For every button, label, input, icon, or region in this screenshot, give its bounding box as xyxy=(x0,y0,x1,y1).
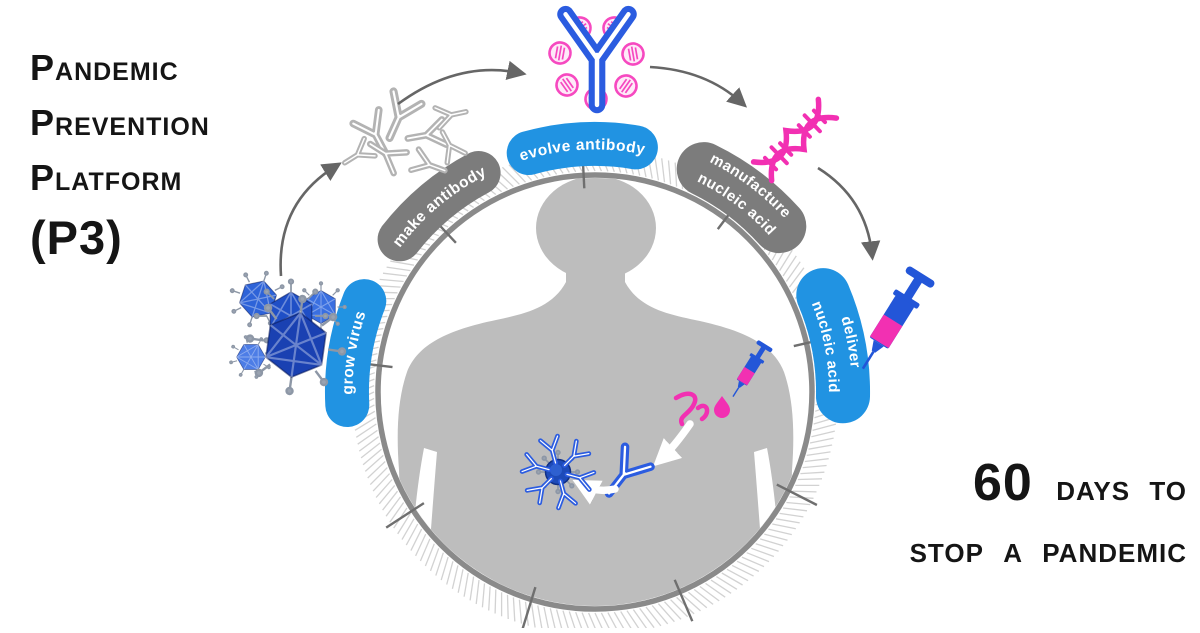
tagline-line-1: 60 days to xyxy=(910,452,1187,519)
stage-pill-grow-virus: grow virus xyxy=(324,279,387,427)
evolve-antibody-icon xyxy=(546,13,647,111)
segment-divider xyxy=(385,502,425,529)
tagline-line-2: stop a pandemic xyxy=(909,529,1187,570)
tagline: 60 days to stop a pandemic xyxy=(910,452,1187,581)
title-line-p3: (P3) xyxy=(30,211,123,264)
segment-divider xyxy=(521,586,537,631)
arrow-evolve-to-dna xyxy=(649,65,748,108)
tagline-number: 60 xyxy=(972,454,1033,512)
dna-helix-icon xyxy=(750,96,840,184)
arrow-antibody-to-evolve xyxy=(397,60,527,106)
arrow-virus-to-antibody xyxy=(279,162,342,277)
stage-pill-evolve-antibody: evolve antibody xyxy=(506,122,658,175)
white-arrow-1 xyxy=(653,420,694,467)
neutralized-virus-icon xyxy=(522,436,594,508)
p3-title: Pandemic Prevention Platform (P3) xyxy=(30,40,210,271)
tagline-line1-rest: days to xyxy=(1056,467,1187,508)
droplet-icon xyxy=(714,396,730,418)
title-line-2: Prevention xyxy=(30,102,210,143)
segment-divider xyxy=(673,579,694,622)
in-body-scene xyxy=(522,339,774,508)
cycle-ring xyxy=(375,172,815,612)
title-line-1: Pandemic xyxy=(30,47,179,88)
arrow-dna-to-syringe xyxy=(817,166,881,261)
title-line-3: Platform xyxy=(30,157,183,198)
stage-arrows xyxy=(279,60,881,277)
segment-divider xyxy=(776,483,818,507)
rna-squiggle-icon xyxy=(673,391,710,427)
